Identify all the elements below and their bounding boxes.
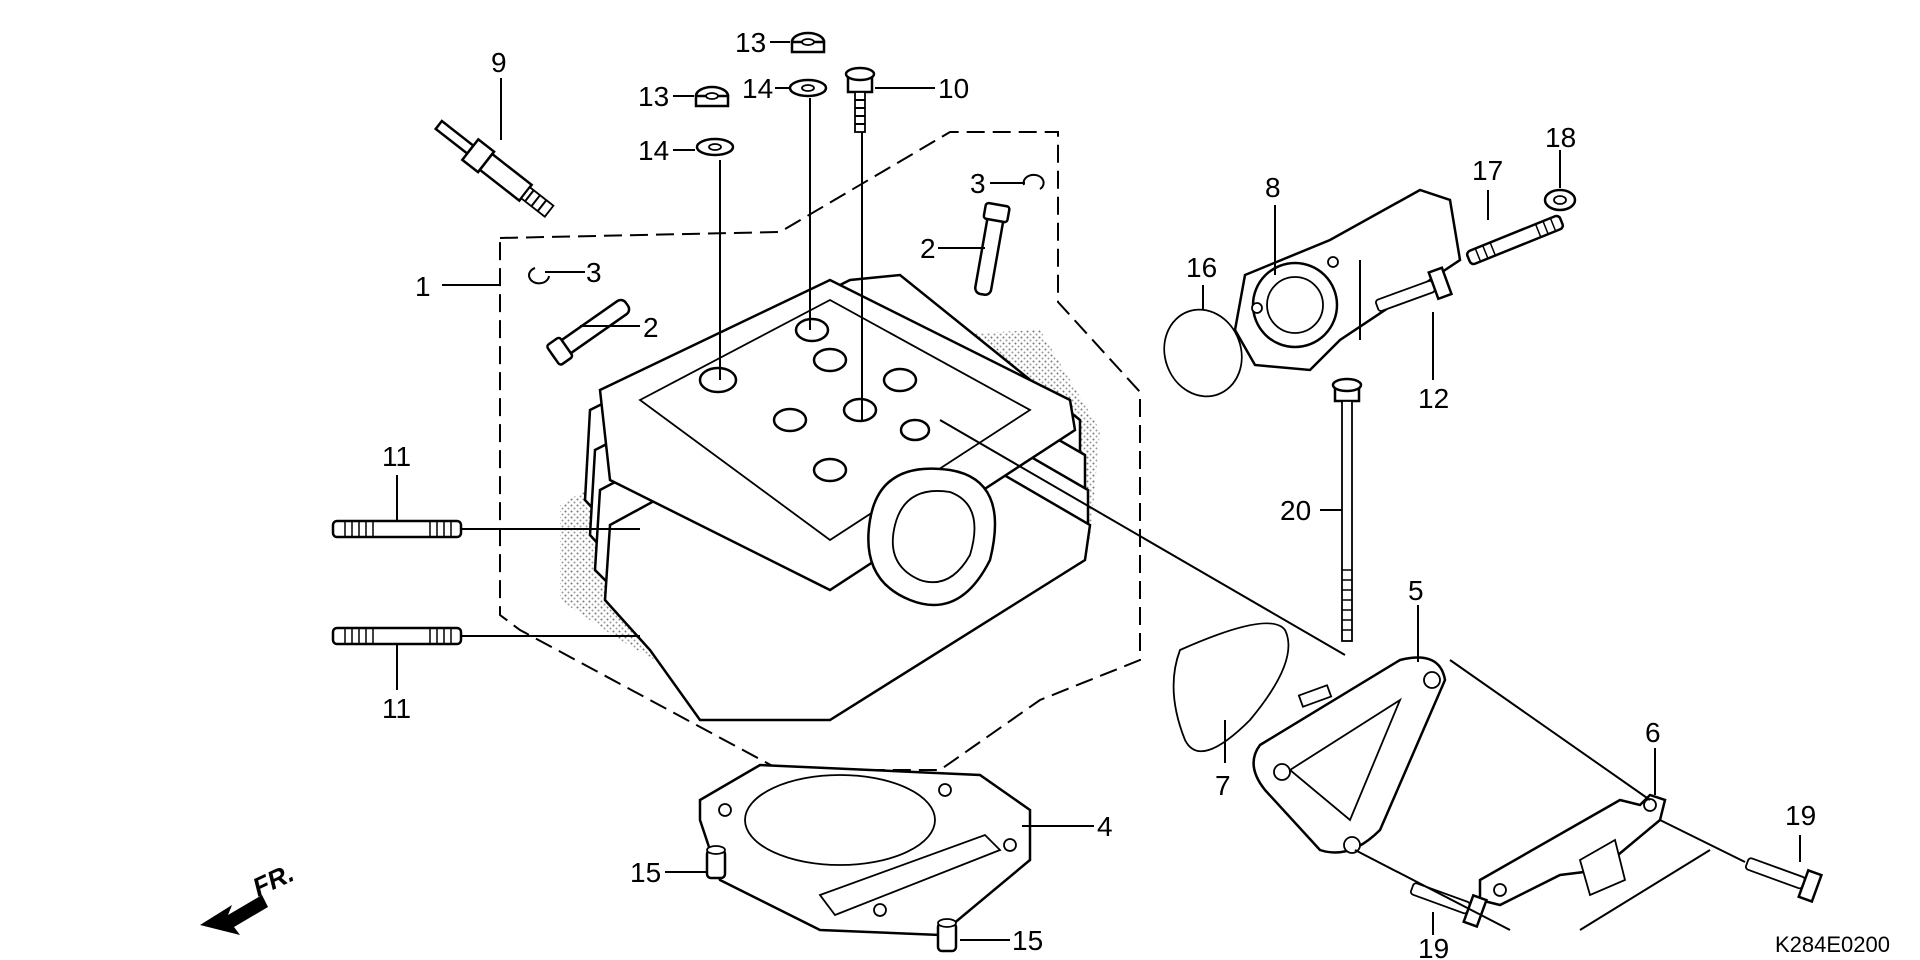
washer-top (788, 78, 828, 98)
bolt-12 (1375, 266, 1454, 312)
callout-14a: 14 (742, 73, 773, 104)
washer-left (695, 137, 735, 157)
callout-1: 1 (415, 271, 431, 302)
callout-2a: 2 (643, 312, 659, 343)
callout-6: 6 (1645, 717, 1661, 748)
callout-13b: 13 (638, 81, 669, 112)
callout-19b: 19 (1785, 800, 1816, 831)
front-arrow-icon: FR. (200, 858, 299, 935)
dowel-pin-lower (936, 918, 958, 953)
bolt-19-right (1745, 857, 1824, 904)
callout-20: 20 (1280, 495, 1311, 526)
callout-17: 17 (1472, 155, 1503, 186)
nut-left (694, 85, 730, 108)
dowel-pin-upper (705, 845, 727, 880)
bolt-10 (844, 66, 876, 133)
valve-guide-right (974, 201, 1011, 297)
nut-18 (1543, 188, 1577, 212)
long-bolt (1331, 377, 1363, 642)
diagram-code: K284E0200 (1775, 932, 1890, 957)
callout-4: 4 (1097, 811, 1113, 842)
side-cover (1252, 656, 1447, 854)
nut-top (790, 31, 826, 54)
valve-guide-clip-right (1022, 173, 1045, 190)
callout-9: 9 (491, 47, 507, 78)
callout-11b: 11 (382, 693, 411, 724)
callout-15a: 15 (630, 857, 661, 888)
valve-guide-clip-left (528, 267, 550, 285)
callout-3b: 3 (970, 168, 986, 199)
callout-18: 18 (1545, 122, 1576, 153)
cover-gasket (1172, 622, 1290, 753)
callout-11a: 11 (382, 441, 411, 472)
stud-17 (1465, 214, 1565, 266)
callout-14b: 14 (638, 135, 669, 166)
bracket (1478, 793, 1667, 907)
front-indicator-label: FR. (248, 858, 299, 903)
callout-12: 12 (1418, 383, 1449, 414)
valve-guide-left (546, 298, 631, 366)
callout-19a: 19 (1418, 933, 1449, 960)
cylinder-head-assembly-outline (499, 131, 1141, 771)
stud-lower (331, 626, 463, 646)
insulator (1233, 188, 1462, 372)
stud-upper (331, 519, 463, 539)
callout-7: 7 (1215, 770, 1231, 801)
spark-plug (433, 119, 555, 218)
callout-15b: 15 (1012, 925, 1043, 956)
cylinder-head (560, 273, 1100, 722)
callout-2b: 2 (920, 233, 936, 264)
leader-lines (396, 41, 1801, 941)
callout-13a: 13 (735, 27, 766, 58)
callout-3a: 3 (586, 257, 602, 288)
callout-10: 10 (938, 73, 969, 104)
cylinder-head-gasket (698, 763, 1032, 937)
o-ring (1163, 308, 1243, 398)
callout-5: 5 (1408, 575, 1424, 606)
callout-16: 16 (1186, 252, 1217, 283)
callout-8: 8 (1265, 172, 1281, 203)
